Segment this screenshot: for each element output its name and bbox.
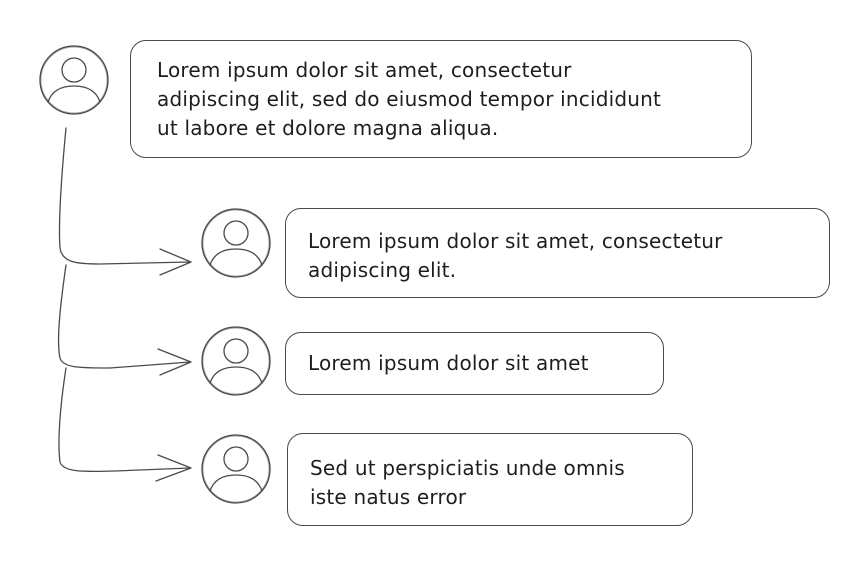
main-comment-text: Lorem ipsum dolor sit amet, consectetur … [157, 58, 662, 140]
connector-line-2 [57, 264, 191, 369]
arrow-right-icon [159, 248, 192, 276]
reply-bubble-1: Lorem ipsum dolor sit amet, consectetur … [285, 208, 830, 298]
arrow-right-icon [157, 348, 192, 376]
main-comment-bubble: Lorem ipsum dolor sit amet, consectetur … [130, 40, 752, 158]
reply-bubble-3: Sed ut perspiciatis unde omnis iste natu… [287, 433, 693, 526]
user-avatar-icon [200, 325, 272, 397]
reply-text-3: Sed ut perspiciatis unde omnis iste natu… [310, 456, 625, 509]
user-avatar-icon [38, 44, 110, 116]
connector-line-3 [58, 367, 191, 473]
reply-text-2: Lorem ipsum dolor sit amet [308, 351, 589, 375]
reply-bubble-2: Lorem ipsum dolor sit amet [285, 332, 664, 395]
connector-line-1 [58, 127, 191, 265]
arrow-right-icon [155, 454, 192, 482]
user-avatar-icon [200, 433, 272, 505]
user-avatar-icon [200, 207, 272, 279]
reply-text-1: Lorem ipsum dolor sit amet, consectetur … [308, 229, 723, 282]
